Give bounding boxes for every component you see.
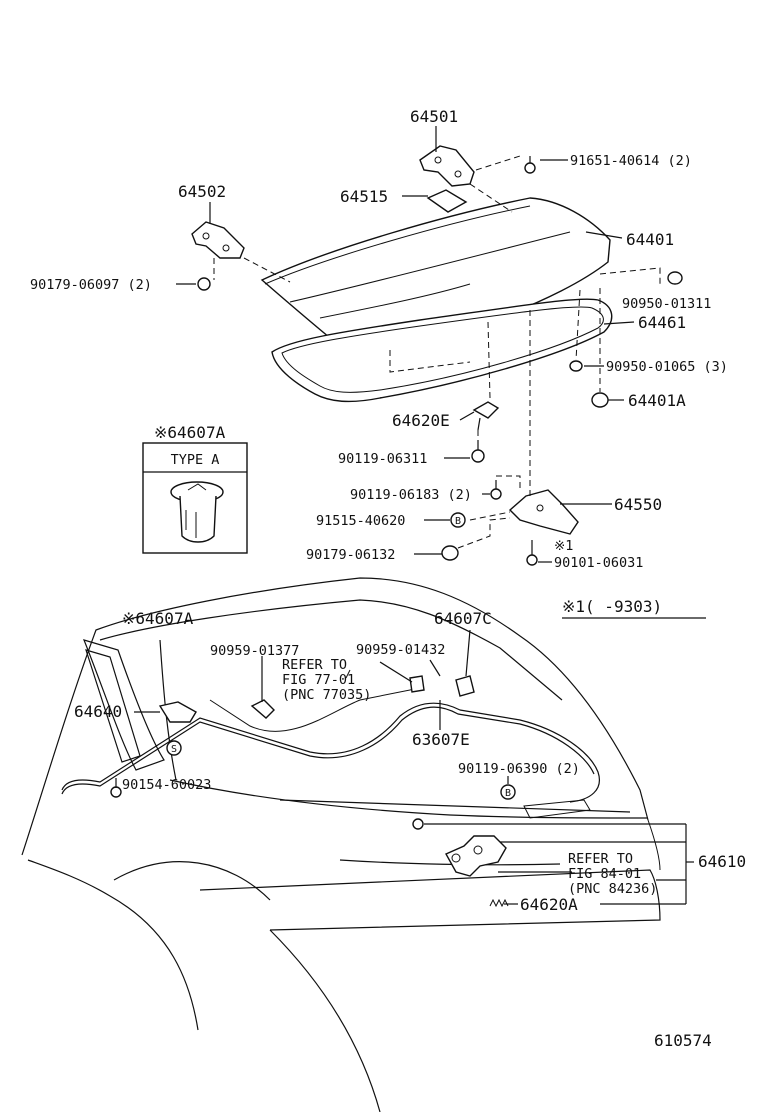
label-90119a: 90119-06311	[338, 451, 427, 467]
bolt-90101	[526, 540, 538, 566]
label-63607E: 63607E	[412, 730, 470, 749]
label-64620A: 64620A	[520, 895, 578, 914]
label-91515: 91515-40620	[316, 513, 405, 529]
label-star1: ※1	[554, 538, 573, 554]
label-type-a: TYPE A	[171, 452, 220, 468]
clamp-90959b	[409, 675, 425, 693]
cushion-64401A	[591, 392, 609, 408]
label-ref1-line2: FIG 77-01	[282, 672, 355, 688]
leader-lines	[115, 126, 706, 905]
lock-64550	[508, 489, 579, 535]
hinge-plate	[426, 189, 468, 213]
lever-64640	[158, 701, 197, 723]
label-ref2-line2: FIG 84-01	[568, 866, 641, 882]
grommet-90950a	[667, 271, 683, 285]
weatherstrip-seal	[271, 298, 613, 403]
label-90179b: 90179-06132	[306, 547, 395, 563]
svg-text:S: S	[171, 744, 177, 755]
label-64607C: 64607C	[434, 609, 492, 628]
nut-90179b	[441, 545, 459, 561]
symbol-s: S	[166, 740, 182, 756]
label-90119c: 90119-06390 (2)	[458, 761, 580, 777]
striker-64620E	[472, 401, 500, 431]
grommet-90950b	[569, 360, 583, 372]
car-body	[21, 577, 661, 1112]
figure-number: 610574	[654, 1031, 712, 1050]
label-90154: 90154-60023	[122, 777, 211, 793]
label-64607A: ※64607A	[122, 609, 194, 628]
label-64501: 64501	[410, 107, 458, 126]
label-90959a: 90959-01377	[210, 643, 299, 659]
label-64610: 64610	[698, 852, 746, 871]
label-64461: 64461	[638, 313, 686, 332]
label-64515: 64515	[340, 187, 388, 206]
hinge-left	[191, 221, 245, 259]
clip-64607C	[455, 675, 475, 697]
bolt-90119c	[412, 818, 424, 830]
label-64401: 64401	[626, 230, 674, 249]
release-cable	[61, 687, 600, 803]
label-ref1-line1: REFER TO	[282, 657, 347, 673]
nut-90179a	[197, 277, 211, 291]
label-90119b: 90119-06183 (2)	[350, 487, 472, 503]
label-64620E: 64620E	[392, 411, 450, 430]
label-90179a: 90179-06097 (2)	[30, 277, 152, 293]
label-91651: 91651-40614 (2)	[570, 153, 692, 169]
label-ref1-line3: (PNC 77035)	[282, 687, 371, 703]
label-64550: 64550	[614, 495, 662, 514]
svg-text:B: B	[505, 788, 511, 799]
label-90101: 90101-06031	[554, 555, 643, 571]
clamp-90959a	[250, 699, 275, 719]
spring-64620A	[489, 898, 509, 908]
label-note-range: ※1( -9303)	[562, 597, 662, 616]
label-64640: 64640	[74, 702, 122, 721]
labels: 64501 91651-40614 (2) 64515 64502 64401 …	[30, 107, 746, 1050]
type-a-box	[142, 442, 248, 554]
bolt-91651	[524, 156, 536, 174]
label-64502: 64502	[178, 182, 226, 201]
symbol-b-lower: B	[500, 784, 516, 800]
svg-text:B: B	[455, 516, 461, 527]
label-ref2-line3: (PNC 84236)	[568, 881, 657, 897]
latch-64610	[445, 835, 507, 877]
label-64401A: 64401A	[628, 391, 686, 410]
bolt-90119b	[490, 480, 502, 500]
label-64607A-box: ※64607A	[154, 423, 226, 442]
label-90950a: 90950-01311	[622, 296, 711, 312]
hinge-right	[419, 145, 475, 187]
bolt-90119a	[471, 440, 485, 463]
label-90950b: 90950-01065 (3)	[606, 359, 728, 375]
label-ref2-line1: REFER TO	[568, 851, 633, 867]
label-90959b: 90959-01432	[356, 642, 445, 658]
plug-90154	[110, 786, 122, 798]
symbol-b-upper: B	[450, 512, 466, 528]
